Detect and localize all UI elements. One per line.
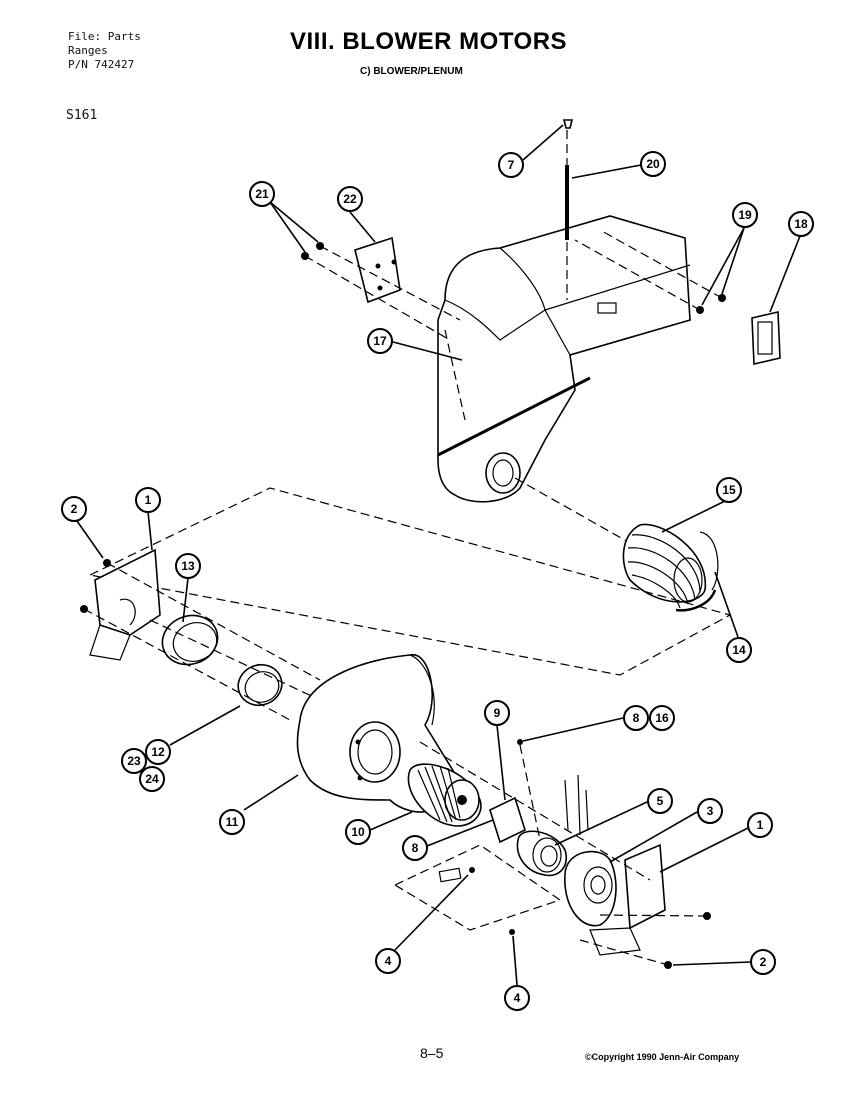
- assembly-lines-left: [83, 562, 321, 721]
- copyright-notice: ©Copyright 1990 Jenn-Air Company: [585, 1052, 740, 1062]
- callout-16: 16: [649, 705, 675, 731]
- svg-text:8: 8: [412, 841, 419, 855]
- svg-text:18: 18: [794, 217, 808, 231]
- callout-1-bottom: 1: [747, 812, 773, 838]
- file-line: File: Parts: [68, 30, 141, 43]
- svg-text:19: 19: [738, 208, 752, 222]
- svg-text:4: 4: [385, 954, 392, 968]
- leader-lines: [76, 124, 801, 986]
- page-number: 8–5: [420, 1045, 444, 1061]
- screw-4a: [469, 867, 475, 873]
- callout-20: 20: [640, 151, 666, 177]
- callout-8-upper: 8: [623, 705, 649, 731]
- svg-text:20: 20: [646, 157, 660, 171]
- svg-text:8: 8: [633, 711, 640, 725]
- category-line: Ranges: [68, 44, 108, 57]
- callout-12: 12: [145, 739, 171, 765]
- svg-text:23: 23: [127, 754, 141, 768]
- callout-22: 22: [337, 186, 363, 212]
- plenum-duct: [437, 215, 691, 503]
- wire-terminals: [564, 774, 589, 836]
- screw-4b: [509, 929, 515, 935]
- svg-text:7: 7: [508, 158, 515, 172]
- file-header: File: Parts Ranges P/N 742427: [68, 30, 141, 72]
- callout-13: 13: [175, 553, 201, 579]
- left-bracket-1: [89, 548, 161, 661]
- flex-duct-15: [622, 523, 719, 612]
- screw-7-and-rod-20: [562, 119, 574, 240]
- svg-text:2: 2: [71, 502, 78, 516]
- callout-18: 18: [788, 211, 814, 237]
- callout-7: 7: [498, 152, 524, 178]
- svg-text:17: 17: [373, 334, 387, 348]
- model-number: S161: [66, 108, 98, 123]
- blower-end-plate-3: [564, 850, 617, 927]
- svg-text:2: 2: [760, 955, 767, 969]
- assembly-lines-bottom: [393, 741, 708, 966]
- clamp-ring-12: [237, 663, 283, 707]
- svg-text:13: 13: [181, 559, 195, 573]
- callout-19: 19: [732, 202, 758, 228]
- page-title: VIII. BLOWER MOTORS: [290, 28, 568, 55]
- callout-2-bottom: 2: [750, 949, 776, 975]
- mounting-bracket-22: [354, 236, 401, 304]
- page-subtitle: C) BLOWER/PLENUM: [360, 66, 463, 77]
- svg-text:11: 11: [226, 815, 239, 829]
- callout-24: 24: [139, 766, 165, 792]
- svg-text:12: 12: [151, 745, 165, 759]
- part-number-line: P/N 742427: [68, 58, 135, 71]
- svg-text:24: 24: [145, 772, 159, 786]
- svg-text:4: 4: [514, 991, 521, 1005]
- screw-8-16: [517, 739, 523, 745]
- callout-10: 10: [345, 819, 371, 845]
- svg-text:14: 14: [732, 643, 746, 657]
- svg-text:10: 10: [351, 825, 365, 839]
- callout-3: 3: [697, 798, 723, 824]
- mounting-bracket-18: [751, 311, 781, 365]
- callout-9: 9: [484, 700, 510, 726]
- motor-mount-9: [489, 796, 526, 844]
- callout-1-top: 1: [135, 487, 161, 513]
- callout-17: 17: [367, 328, 393, 354]
- blower-wheel-10: [407, 763, 482, 827]
- svg-text:1: 1: [757, 818, 764, 832]
- motor-5: [516, 830, 567, 877]
- svg-text:22: 22: [343, 192, 357, 206]
- assembly-lines-top: [304, 130, 723, 561]
- callout-23: 23: [121, 748, 147, 774]
- callout-4-left: 4: [375, 948, 401, 974]
- callout-8-lower: 8: [402, 835, 428, 861]
- svg-text:15: 15: [722, 483, 736, 497]
- clamp-ring-13: [161, 614, 219, 666]
- callout-11: 11: [219, 809, 245, 835]
- svg-text:9: 9: [494, 706, 501, 720]
- callout-15: 15: [716, 477, 742, 503]
- right-bracket-1: [589, 843, 666, 956]
- svg-text:1: 1: [145, 493, 152, 507]
- nut-2c: [703, 912, 711, 920]
- callout-5: 5: [647, 788, 673, 814]
- callout-4-bottom: 4: [504, 985, 530, 1011]
- svg-text:3: 3: [707, 804, 714, 818]
- callout-21: 21: [249, 181, 275, 207]
- callout-2-top: 2: [61, 496, 87, 522]
- svg-text:21: 21: [255, 187, 269, 201]
- svg-text:16: 16: [655, 711, 669, 725]
- callout-14: 14: [726, 637, 752, 663]
- svg-text:5: 5: [657, 794, 664, 808]
